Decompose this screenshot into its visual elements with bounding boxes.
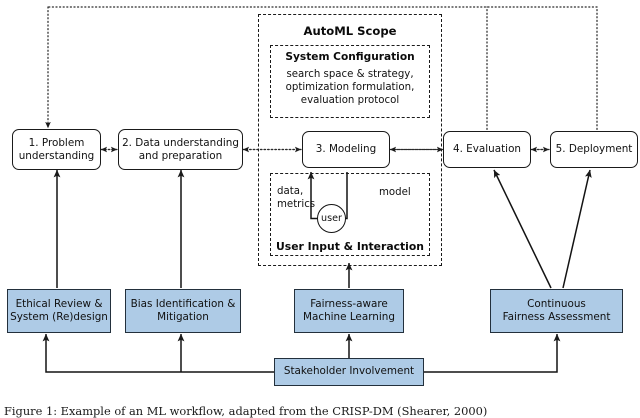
step2-line-2: and preparation xyxy=(138,149,223,162)
fairness-box-ethical-review[interactable]: Ethical Review & System (Re)design xyxy=(7,289,111,333)
system-configuration-box xyxy=(270,45,430,118)
system-configuration-title: System Configuration xyxy=(285,51,415,63)
system-config-line-3: evaluation protocol xyxy=(300,95,400,107)
step2-line-1: 2. Data understanding xyxy=(122,136,239,149)
figure-caption: Figure 1: Example of an ML workflow, ada… xyxy=(4,404,488,418)
step4-line-1: 4. Evaluation xyxy=(452,143,522,155)
pipeline-step-evaluation[interactable]: 4. Evaluation xyxy=(443,131,531,168)
system-config-line-2: optimization formulation, xyxy=(285,82,415,94)
fairness-box-continuous-assessment[interactable]: Continuous Fairness Assessment xyxy=(490,289,623,333)
fairness-box-fairness-aware-ml[interactable]: Fairness-aware Machine Learning xyxy=(294,289,404,333)
step5-line-1: 5. Deployment xyxy=(555,143,633,155)
model-label: model xyxy=(379,187,411,198)
fairness-aware-ml-line-1: Fairness-aware xyxy=(310,297,388,310)
bias-identification-line-1: Bias Identification & xyxy=(130,297,236,310)
stakeholder-involvement-box[interactable]: Stakeholder Involvement xyxy=(274,358,424,386)
data-metrics-label: data, metrics xyxy=(277,185,337,211)
data-metrics-line-2: metrics xyxy=(277,199,316,210)
pipeline-step-deployment[interactable]: 5. Deployment xyxy=(550,131,638,168)
continuous-fairness-line-1: Continuous xyxy=(527,297,586,310)
data-metrics-line-1: data, xyxy=(277,186,304,197)
user-input-interaction-title: User Input & Interaction xyxy=(276,240,424,253)
automl-scope-title: AutoML Scope xyxy=(303,24,397,38)
pipeline-step-modeling[interactable]: 3. Modeling xyxy=(302,131,390,168)
fairness-aware-ml-line-2: Machine Learning xyxy=(303,311,395,323)
user-node: user xyxy=(317,204,346,233)
system-configuration-lines: search space & strategy, optimization fo… xyxy=(270,68,430,108)
bias-identification-line-2: Mitigation xyxy=(157,311,209,323)
stakeholder-involvement-label: Stakeholder Involvement xyxy=(283,365,415,378)
continuous-fairness-line-2: Fairness Assessment xyxy=(502,311,611,323)
user-input-interaction-box xyxy=(270,173,430,256)
step3-line-1: 3. Modeling xyxy=(315,143,377,155)
fairness-box-bias-identification[interactable]: Bias Identification & Mitigation xyxy=(125,289,241,333)
step1-line-1: 1. Problem xyxy=(28,136,85,149)
ethical-review-line-1: Ethical Review & xyxy=(15,297,103,310)
pipeline-step-data-understanding[interactable]: 2. Data understanding and preparation xyxy=(118,129,243,170)
pipeline-step-problem-understanding[interactable]: 1. Problem understanding xyxy=(12,129,101,170)
step1-line-2: understanding xyxy=(18,149,95,162)
ethical-review-line-2: System (Re)design xyxy=(10,311,108,323)
system-config-line-1: search space & strategy, xyxy=(286,69,414,80)
